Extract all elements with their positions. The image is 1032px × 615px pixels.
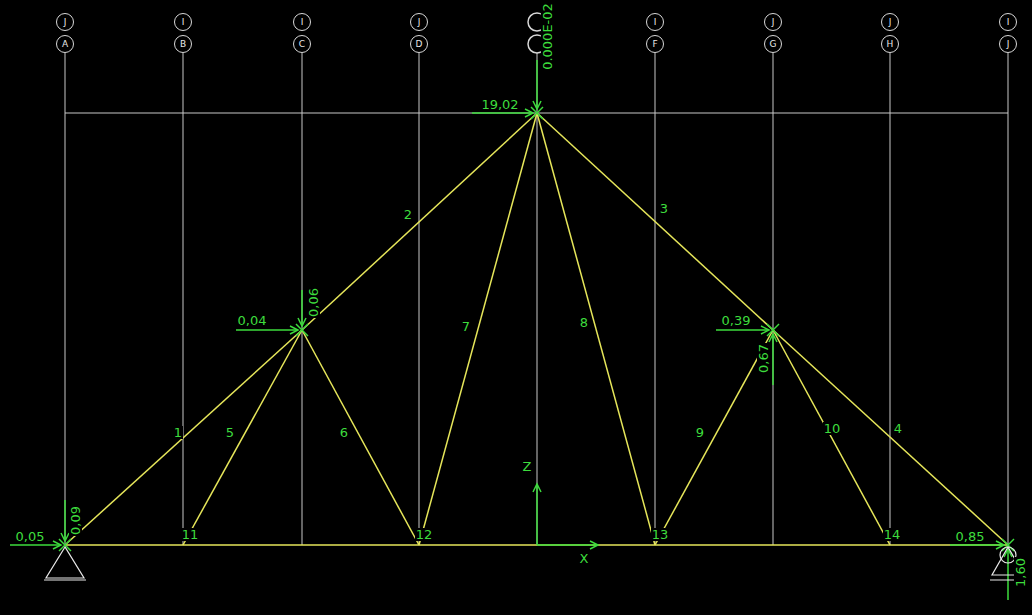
grid-bubble: G bbox=[764, 35, 782, 53]
grid-label: J bbox=[772, 18, 775, 27]
reaction-value: 0,09 bbox=[68, 505, 81, 536]
grid-bubble: J bbox=[881, 13, 899, 31]
grid-label: A bbox=[62, 40, 68, 49]
reaction-value: 0,05 bbox=[15, 530, 46, 543]
reaction-value: 19,02 bbox=[480, 98, 519, 111]
grid-label: I bbox=[301, 18, 304, 27]
grid-bubble: C bbox=[293, 35, 311, 53]
grid-label: I bbox=[182, 18, 185, 27]
member-number: 3 bbox=[659, 202, 669, 215]
member-number: 5 bbox=[225, 426, 235, 439]
grid-label: J bbox=[418, 18, 421, 27]
grid-label: F bbox=[652, 40, 657, 49]
joint-number: 14 bbox=[883, 528, 902, 541]
grid-bubble: J bbox=[410, 13, 428, 31]
member-number: 10 bbox=[823, 422, 842, 435]
grid-label: B bbox=[180, 40, 186, 49]
axis-label: X bbox=[579, 552, 590, 565]
grid-bubble: D bbox=[410, 35, 428, 53]
grid-label: I bbox=[654, 18, 657, 27]
joint-number: 13 bbox=[651, 528, 670, 541]
reaction-value: 0,39 bbox=[721, 314, 752, 327]
grid-bubble: J bbox=[56, 13, 74, 31]
joint-number: 12 bbox=[415, 528, 434, 541]
grid-bubble: I bbox=[293, 13, 311, 31]
grid-label: J bbox=[889, 18, 892, 27]
member-number: 7 bbox=[461, 320, 471, 333]
grid-bubble: B bbox=[174, 35, 192, 53]
grid-bubble: A bbox=[56, 35, 74, 53]
reaction-value: 0,06 bbox=[306, 287, 319, 318]
member-number: 2 bbox=[403, 208, 413, 221]
grid-bubble: F bbox=[646, 35, 664, 53]
grid-bubble: H bbox=[881, 35, 899, 53]
grid-bubble: I bbox=[174, 13, 192, 31]
joint-number: 11 bbox=[181, 528, 200, 541]
member-number: 1 bbox=[173, 426, 183, 439]
axis-label: Z bbox=[522, 460, 533, 473]
reaction-value: 0.000E-02 bbox=[540, 2, 553, 71]
grid-bubble: I bbox=[646, 13, 664, 31]
grid-label: D bbox=[416, 40, 423, 49]
grid-label: G bbox=[770, 40, 777, 49]
member-number: 8 bbox=[579, 316, 589, 329]
member-number: 4 bbox=[893, 422, 903, 435]
grid-bubble: J bbox=[764, 13, 782, 31]
grid-label: H bbox=[887, 40, 894, 49]
grid-bubble: I bbox=[999, 13, 1017, 31]
reaction-value: 0,04 bbox=[237, 314, 268, 327]
reaction-value: 0,67 bbox=[756, 343, 769, 374]
grid-bubble: J bbox=[999, 35, 1017, 53]
reaction-value: 1,60 bbox=[1013, 557, 1026, 588]
member-number: 6 bbox=[339, 426, 349, 439]
reaction-value: 0,85 bbox=[955, 530, 986, 543]
grid-label: C bbox=[299, 40, 305, 49]
grid-label: J bbox=[64, 18, 67, 27]
grid-label: J bbox=[1007, 40, 1010, 49]
grid-label: I bbox=[1007, 18, 1010, 27]
member-number: 9 bbox=[695, 426, 705, 439]
